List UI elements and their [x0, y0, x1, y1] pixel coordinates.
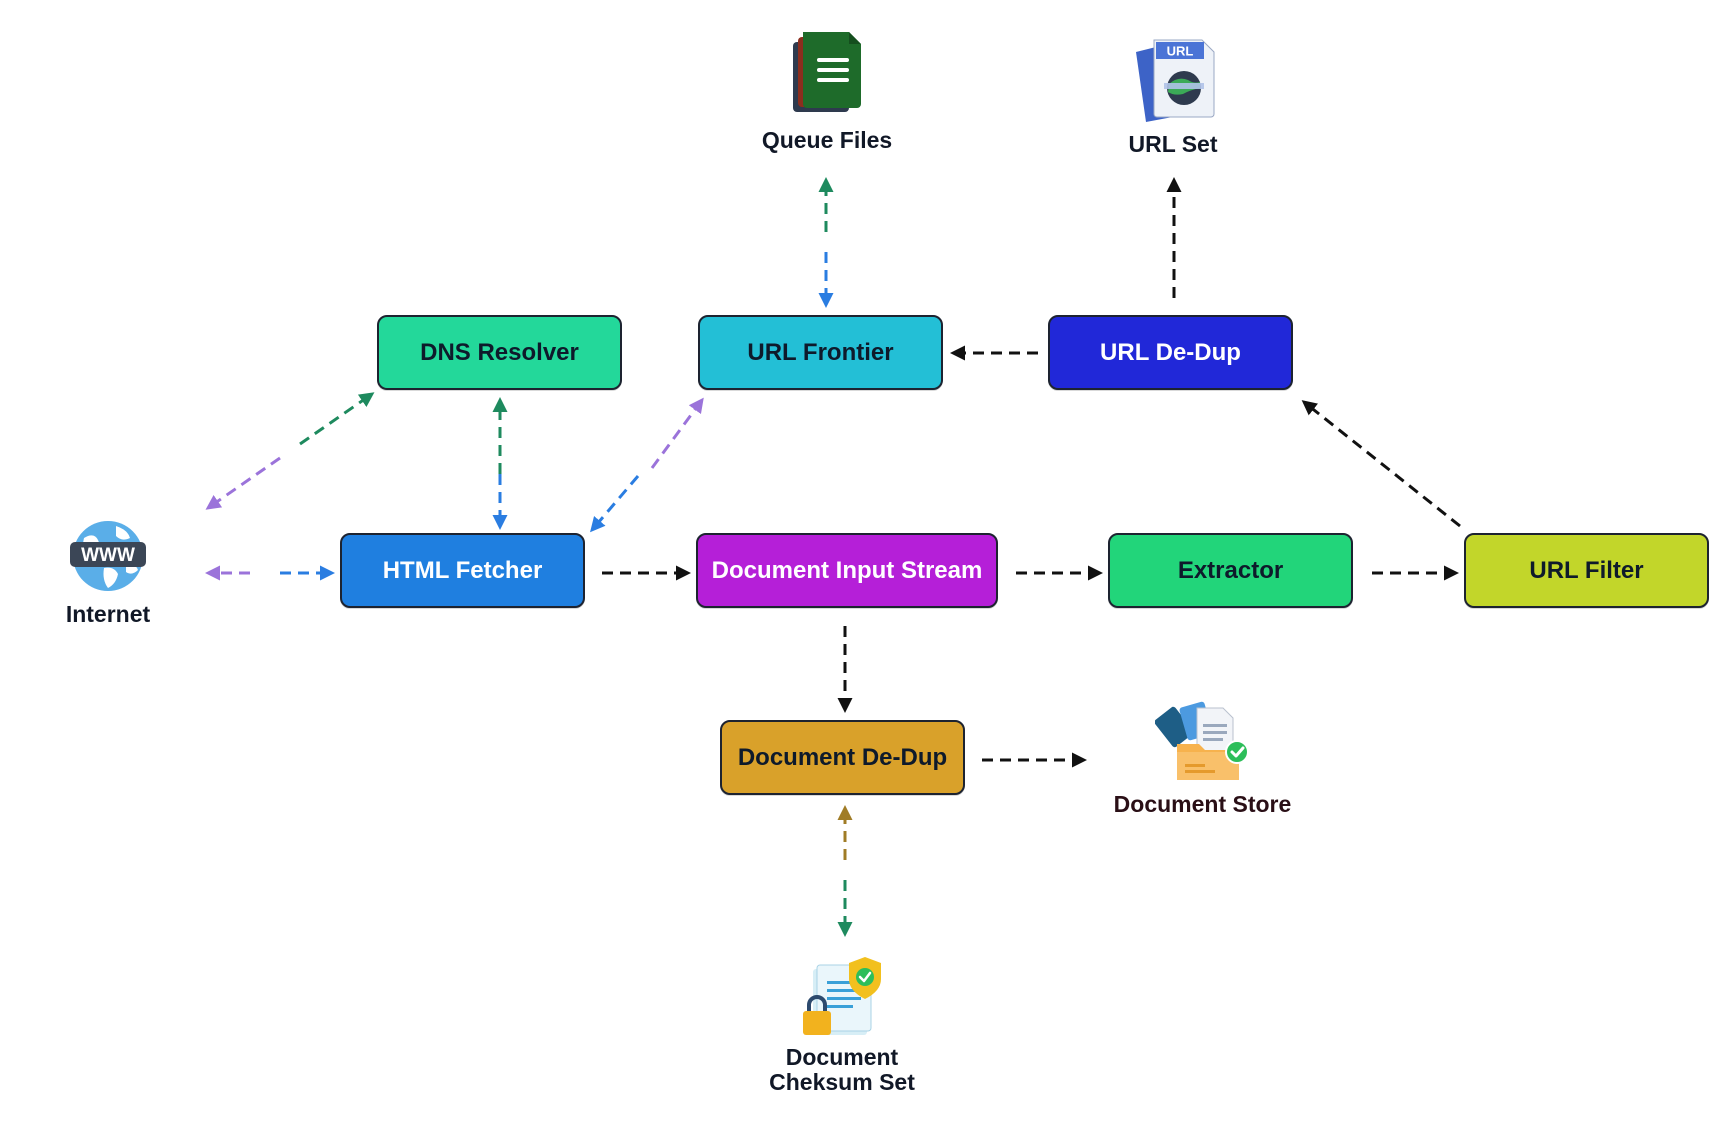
document-input-stream-label: Document Input Stream: [711, 556, 983, 584]
url-set-label: URL Set: [1128, 131, 1218, 157]
extractor-label: Extractor: [1177, 556, 1284, 584]
url-frontier-label: URL Frontier: [747, 338, 894, 366]
svg-text:URL: URL: [1167, 44, 1194, 59]
html-fetcher-node[interactable]: HTML Fetcher: [340, 533, 585, 608]
url-set-store[interactable]: URL URL Set: [1088, 38, 1258, 157]
url-dedup-node[interactable]: URL De-Dup: [1048, 315, 1293, 390]
document-dedup-node[interactable]: Document De-Dup: [720, 720, 965, 795]
url-filter-node[interactable]: URL Filter: [1464, 533, 1709, 608]
checksum-set-label-line2: Cheksum Set: [769, 1069, 915, 1095]
internet-label: Internet: [65, 601, 151, 627]
url-file-icon: URL: [1136, 39, 1215, 122]
globe-icon: WWW: [70, 521, 146, 591]
urlfilter-urldedup-arrow: [1301, 400, 1461, 528]
internet-dns-arrow-b: [299, 392, 375, 446]
document-checksum-set-store[interactable]: Document Cheksum Set: [752, 955, 932, 1095]
url-filter-label: URL Filter: [1529, 556, 1644, 584]
folder-check-icon: [1154, 701, 1249, 780]
dns-resolver-label: DNS Resolver: [420, 338, 579, 366]
queue-files-label: Queue Files: [761, 127, 893, 153]
internet-source[interactable]: WWW Internet: [38, 518, 178, 627]
fetcher-frontier-arrow-b: [590, 475, 640, 533]
document-input-stream-node[interactable]: Document Input Stream: [696, 533, 998, 608]
document-store-label: Document Store: [1113, 791, 1292, 817]
url-frontier-node[interactable]: URL Frontier: [698, 315, 943, 390]
locked-document-icon: [803, 957, 881, 1035]
dns-resolver-node[interactable]: DNS Resolver: [377, 315, 622, 390]
html-fetcher-label: HTML Fetcher: [382, 556, 543, 584]
queue-files-store[interactable]: Queue Files: [742, 30, 912, 153]
document-store[interactable]: Document Store: [1100, 700, 1305, 817]
url-dedup-label: URL De-Dup: [1100, 338, 1241, 366]
checksum-set-label-line1: Document: [785, 1044, 899, 1070]
fetcher-frontier-arrow-a: [650, 397, 704, 469]
internet-dns-arrow-a: [205, 456, 281, 510]
document-stack-icon: [793, 32, 861, 112]
extractor-node[interactable]: Extractor: [1108, 533, 1353, 608]
document-dedup-label: Document De-Dup: [737, 743, 948, 771]
svg-text:WWW: WWW: [81, 545, 135, 566]
